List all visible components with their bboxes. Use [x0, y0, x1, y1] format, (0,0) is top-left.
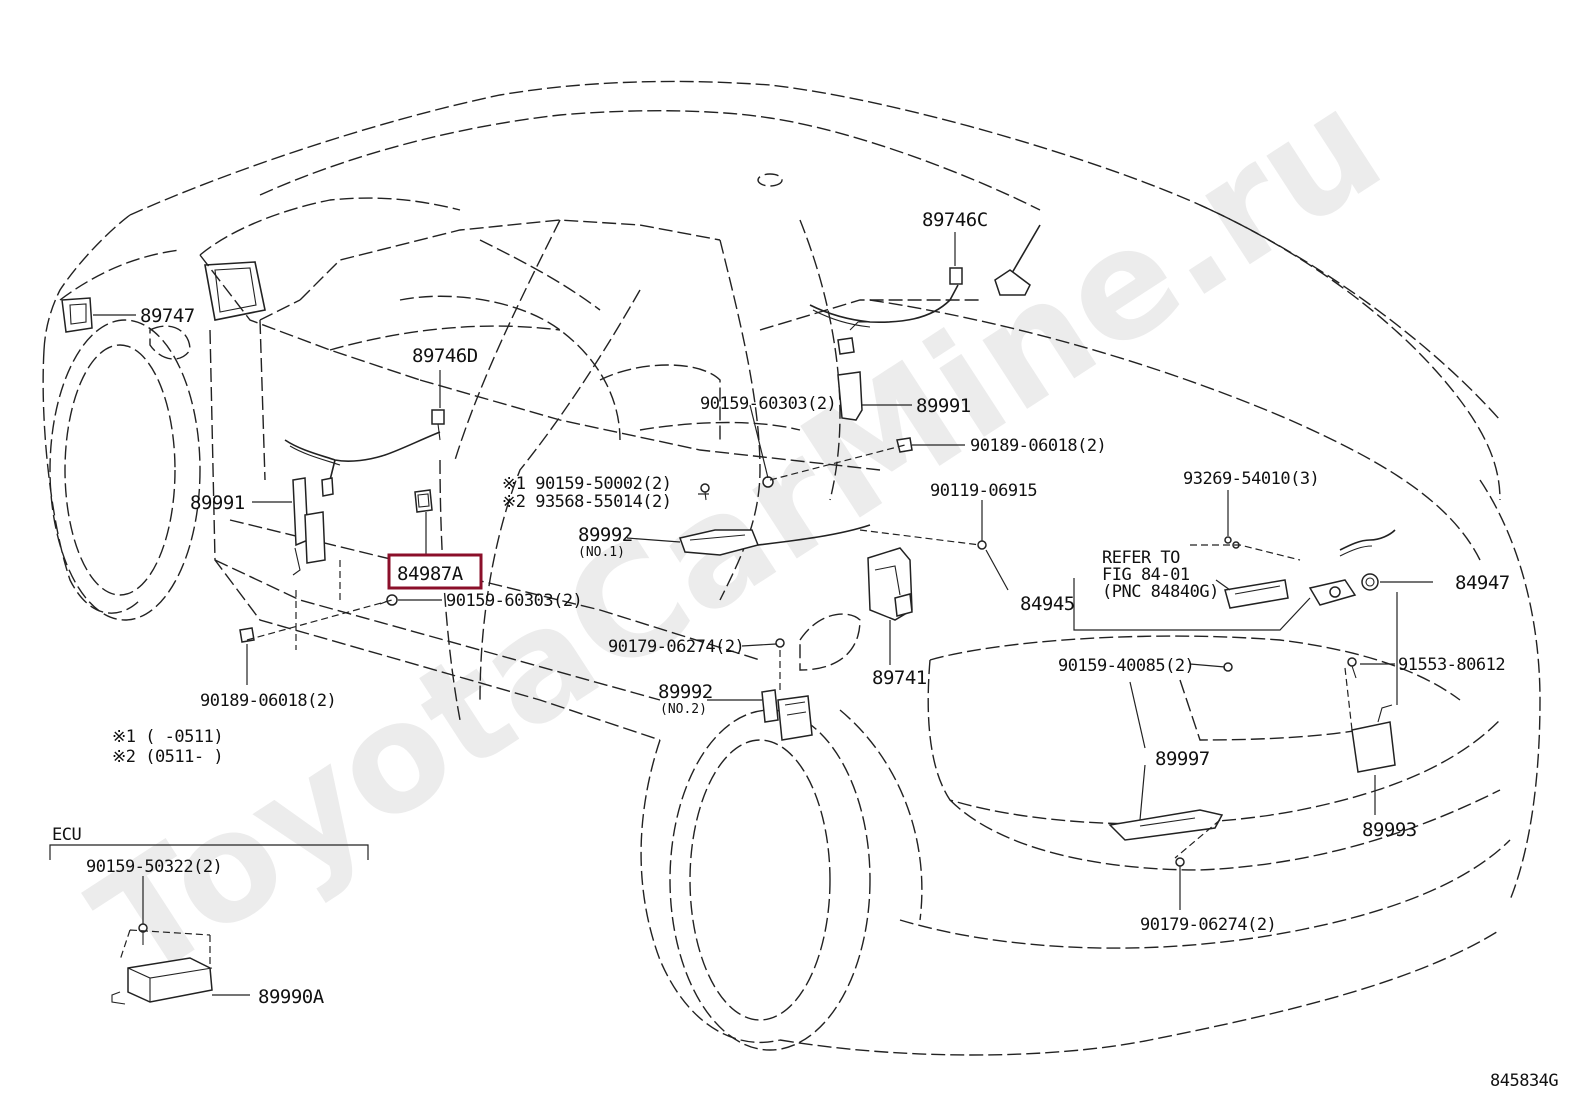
- ecu-title: ECU: [52, 825, 81, 845]
- part-84947-cover[interactable]: [1361, 573, 1379, 591]
- part-89992-no1-antenna[interactable]: [679, 524, 871, 556]
- label-84987A[interactable]: 84987A: [397, 563, 464, 585]
- label-93269-54010[interactable]: 93269-54010(3): [1183, 469, 1320, 489]
- part-89993-unit[interactable]: [1351, 704, 1396, 773]
- leader-lines: [49, 232, 1433, 996]
- label-90119-06915[interactable]: 90119-06915: [930, 481, 1038, 501]
- label-91553-80612[interactable]: 91553-80612: [1398, 655, 1506, 675]
- part-90179-06274-bottom[interactable]: [1175, 857, 1185, 867]
- part-handle-84840G[interactable]: [1224, 579, 1289, 609]
- part-84987A-switch[interactable]: [414, 489, 433, 513]
- highlight-box-84987A: [387, 553, 483, 590]
- note-1: ※1 ( -0511): [112, 727, 223, 747]
- label-90189-06018-top[interactable]: 90189-06018(2): [970, 436, 1107, 456]
- label-89746C[interactable]: 89746C: [922, 209, 988, 231]
- part-90159-60303-left-screw[interactable]: [379, 594, 398, 606]
- part-90159-50002-screw[interactable]: [700, 483, 710, 501]
- part-84945-switch[interactable]: [1308, 579, 1357, 606]
- label-90179-06274-bottom[interactable]: 90179-06274(2): [1140, 915, 1277, 935]
- label-90159-50002[interactable]: ※1 90159-50002(2): [502, 474, 672, 494]
- figure-code: 845834G: [1490, 1071, 1558, 1091]
- label-89746D[interactable]: 89746D: [412, 345, 478, 367]
- part-89746D-connector[interactable]: [431, 409, 445, 441]
- label-90179-06274-mid[interactable]: 90179-06274(2): [608, 637, 745, 657]
- part-93269-54010-screws[interactable]: [1224, 536, 1240, 549]
- label-89990A[interactable]: 89990A: [258, 986, 325, 1008]
- part-90159-60303-top-screw[interactable]: [762, 476, 774, 488]
- label-89741[interactable]: 89741: [872, 667, 927, 689]
- label-93568-55014[interactable]: ※2 93568-55014(2): [502, 492, 672, 512]
- part-89991-left[interactable]: [292, 477, 334, 576]
- label-refer-line3[interactable]: (PNC 84840G): [1102, 582, 1219, 602]
- label-84947[interactable]: 84947: [1455, 572, 1510, 594]
- part-90119-06915-screw[interactable]: [977, 540, 987, 550]
- label-90159-60303-top[interactable]: 90159-60303(2): [700, 394, 837, 414]
- label-90159-50322[interactable]: 90159-50322(2): [86, 857, 223, 877]
- label-89997[interactable]: 89997: [1155, 748, 1210, 770]
- part-89747-sensor[interactable]: [61, 297, 93, 333]
- label-89992-no2[interactable]: 89992: [658, 681, 713, 703]
- label-refer-line2[interactable]: FIG 84-01: [1102, 565, 1190, 585]
- label-89991-right[interactable]: 89991: [916, 395, 971, 417]
- label-89991-left[interactable]: 89991: [190, 492, 245, 514]
- part-labels: 89747 89746D 89746C 89991 89991 90159-60…: [52, 209, 1559, 1091]
- label-89992-no1[interactable]: 89992: [578, 524, 633, 546]
- part-91553-80612-screw[interactable]: [1347, 657, 1357, 679]
- part-89992-no2-antenna[interactable]: [761, 689, 813, 741]
- part-89746C-connector[interactable]: [949, 267, 963, 285]
- part-89741-unit[interactable]: [867, 547, 913, 621]
- car-body-outline: [42, 80, 1541, 1056]
- label-89993[interactable]: 89993: [1362, 819, 1417, 841]
- label-90159-40085[interactable]: 90159-40085(2): [1058, 656, 1195, 676]
- label-90189-06018-left[interactable]: 90189-06018(2): [200, 691, 337, 711]
- part-89997-antenna[interactable]: [1108, 809, 1224, 841]
- label-84945[interactable]: 84945: [1020, 593, 1075, 615]
- part-89991-right[interactable]: [837, 321, 868, 421]
- part-90159-40085-screw[interactable]: [1223, 662, 1233, 672]
- label-89992-no1-sub: (NO.1): [578, 545, 625, 560]
- label-89747[interactable]: 89747: [140, 305, 195, 327]
- label-89992-no2-sub: (NO.2): [660, 702, 707, 717]
- part-90179-06274-mid[interactable]: [775, 638, 785, 648]
- note-2: ※2 (0511- ): [112, 747, 223, 767]
- part-89990A-ecu[interactable]: [111, 957, 213, 1005]
- label-90159-60303-left[interactable]: 90159-60303(2): [446, 591, 583, 611]
- label-refer-line1: REFER TO: [1102, 548, 1180, 568]
